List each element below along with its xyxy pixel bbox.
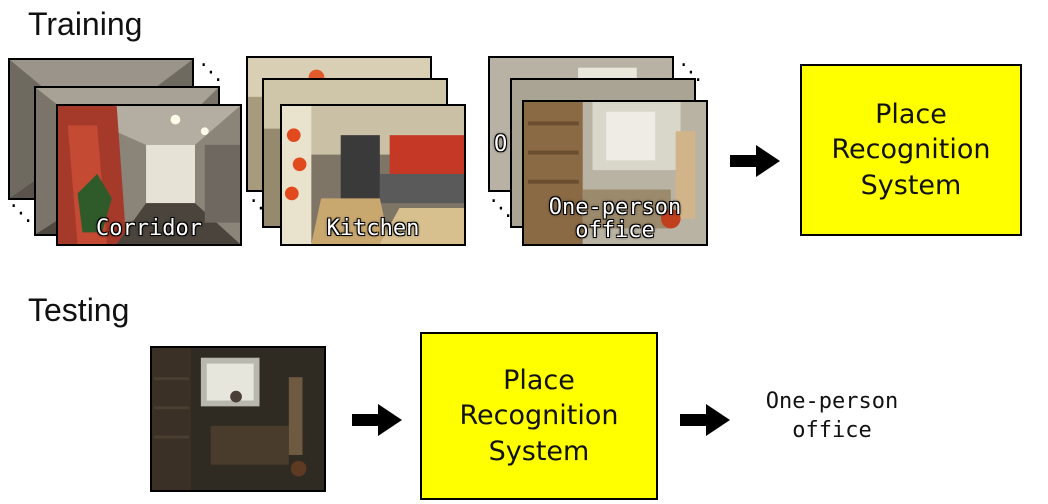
testing-place-recognition-system-box: Place Recognition System [420,332,658,500]
office-label-line1: One-person [548,194,682,220]
testing-image [150,346,326,492]
training-place-recognition-system-box: Place Recognition System [800,64,1022,236]
ellipsis-bottom-office: ⋱ [490,196,512,221]
kitchen-label: Kitchen [326,215,420,241]
training-title: Training [28,6,143,42]
corridor-label: Corridor [96,215,202,241]
training-box-line1: Place [875,99,947,131]
testing-box-line2: Recognition [459,400,619,432]
testing-output-label: One-person office [744,388,920,445]
corridor-frame-front: Corridor [56,104,242,246]
office-label: One-person office [524,196,706,242]
training-box-line3: System [860,169,962,201]
ellipsis-top-corridor: ⋱ [200,60,222,85]
testing-arrow-in-icon [352,404,402,436]
testing-output-line2: office [792,417,872,443]
ellipsis-bottom-corridor: ⋱ [10,201,32,226]
testing-box-line1: Place [503,365,575,397]
office-label-line2: office [575,217,655,243]
testing-box-line3: System [488,435,590,467]
testing-arrow-out-icon [680,404,730,436]
testing-output-line1: One-person [765,389,899,414]
office-partial-label: O [494,131,508,157]
office-frame-front: One-person office [522,100,708,246]
testing-title: Testing [28,292,130,328]
training-arrow-icon [730,145,780,177]
kitchen-frame-front: Kitchen [280,104,466,246]
training-box-line2: Recognition [831,134,991,166]
